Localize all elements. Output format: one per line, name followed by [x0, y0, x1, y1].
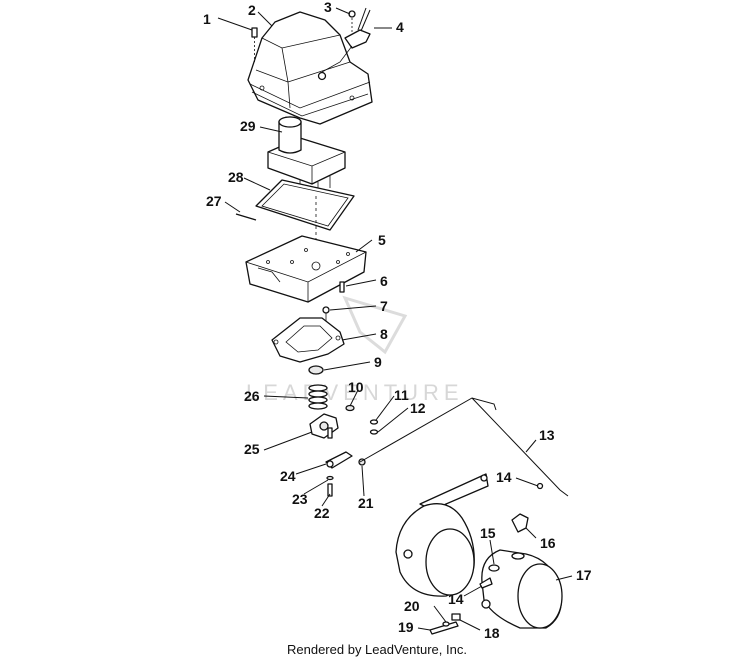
watermark-logo: LEADVENTURE — [246, 295, 459, 405]
callout-24: 24 — [280, 468, 296, 484]
part-22-screw — [327, 483, 333, 497]
callout-15: 15 — [480, 525, 496, 541]
part-27-pin — [235, 213, 257, 221]
part-7-screw — [322, 306, 330, 322]
part-29-cylinder-block — [267, 116, 346, 196]
part-6-pin — [339, 281, 345, 293]
callout-16: 16 — [540, 535, 556, 551]
callout-1: 1 — [203, 11, 211, 27]
part-23-washer — [326, 475, 334, 481]
callout-14-upper: 14 — [496, 469, 512, 485]
part-9-nut — [308, 365, 324, 375]
part-10-nut — [345, 404, 355, 412]
part-28-gasket — [255, 179, 355, 231]
callout-6: 6 — [380, 273, 388, 289]
part-17-carburetor-body — [481, 549, 563, 629]
callout-20: 20 — [404, 598, 420, 614]
callout-26: 26 — [244, 388, 260, 404]
part-13-throttle-rod — [359, 397, 569, 497]
part-25-governor-arm — [309, 413, 339, 439]
part-8-gasket-plate — [271, 317, 345, 363]
callout-labels: 1 2 3 4 5 6 7 8 9 10 11 12 13 14 15 16 1… — [203, 0, 592, 641]
credit-text: Rendered by LeadVenture, Inc. — [287, 642, 467, 657]
callout-7: 7 — [380, 298, 388, 314]
callout-17: 17 — [576, 567, 592, 583]
part-18-spring — [451, 613, 461, 621]
part-20-washer — [442, 621, 450, 627]
part-5-base-plate — [245, 235, 367, 303]
part-4-bracket — [321, 7, 371, 73]
part-16-fitting — [511, 513, 529, 533]
callout-4: 4 — [396, 19, 404, 35]
callout-3: 3 — [324, 0, 332, 15]
callout-18: 18 — [484, 625, 500, 641]
callout-2: 2 — [248, 2, 256, 18]
callout-23: 23 — [292, 491, 308, 507]
callout-12: 12 — [410, 400, 426, 416]
callout-25: 25 — [244, 441, 260, 457]
callout-28: 28 — [228, 169, 244, 185]
callout-27: 27 — [206, 193, 222, 209]
part-1-screw — [251, 27, 258, 62]
callout-8: 8 — [380, 326, 388, 342]
part-24-lever — [325, 451, 353, 469]
callout-21: 21 — [358, 495, 374, 511]
leader-lines — [217, 7, 573, 631]
callout-13: 13 — [539, 427, 555, 443]
part-14-clip-upper — [536, 482, 544, 490]
part-11-washer — [369, 419, 379, 435]
callout-11: 11 — [394, 387, 409, 403]
callout-14-lower: 14 — [448, 591, 464, 607]
callout-22: 22 — [314, 505, 330, 521]
callout-5: 5 — [378, 232, 386, 248]
callout-10: 10 — [348, 379, 364, 395]
callout-9: 9 — [374, 354, 382, 370]
part-15-washer — [488, 564, 500, 572]
callout-29: 29 — [240, 118, 256, 134]
part-26-spring — [308, 384, 328, 410]
part-2-cover — [247, 11, 373, 125]
carburetor-body-left — [395, 473, 489, 597]
callout-19: 19 — [398, 619, 414, 635]
